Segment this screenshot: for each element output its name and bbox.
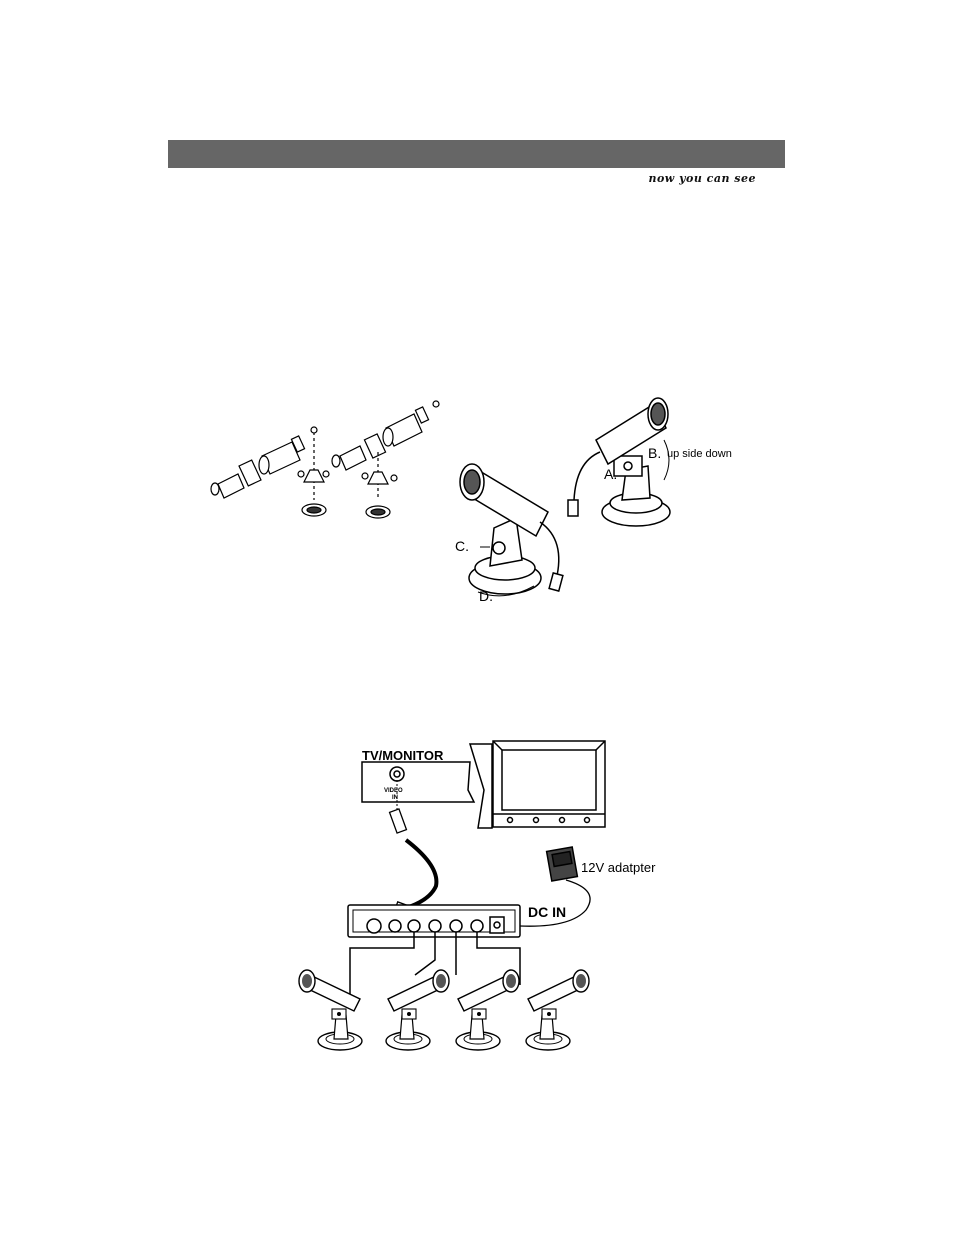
monitor-illustration — [492, 740, 606, 828]
brand-tagline: now you can see — [648, 172, 756, 185]
label-c: C. — [455, 538, 469, 554]
label-b: B. — [648, 445, 661, 461]
tv-monitor-label: TV/MONITOR — [362, 748, 444, 763]
camera-cables — [349, 932, 521, 998]
header-bar — [168, 140, 785, 168]
camera-3 — [455, 969, 520, 1051]
orientation-note: up side down — [667, 448, 732, 460]
camera-1 — [298, 969, 363, 1051]
camera-swivel-diagram — [459, 463, 564, 597]
label-d: D. — [479, 588, 493, 604]
exploded-assembly-diagram — [210, 400, 440, 519]
label-a: A. — [604, 466, 617, 482]
power-adapter — [519, 846, 591, 927]
dc-in-label: DC IN — [528, 904, 566, 920]
video-in-label-line2: IN — [392, 795, 398, 801]
adapter-label: 12V adatpter — [581, 860, 656, 875]
video-in-label-line1: VIDEO — [384, 788, 403, 794]
camera-4 — [525, 969, 590, 1051]
camera-upside-down-diagram — [567, 397, 671, 527]
quad-processor-box — [347, 904, 521, 938]
camera-2 — [385, 969, 450, 1051]
